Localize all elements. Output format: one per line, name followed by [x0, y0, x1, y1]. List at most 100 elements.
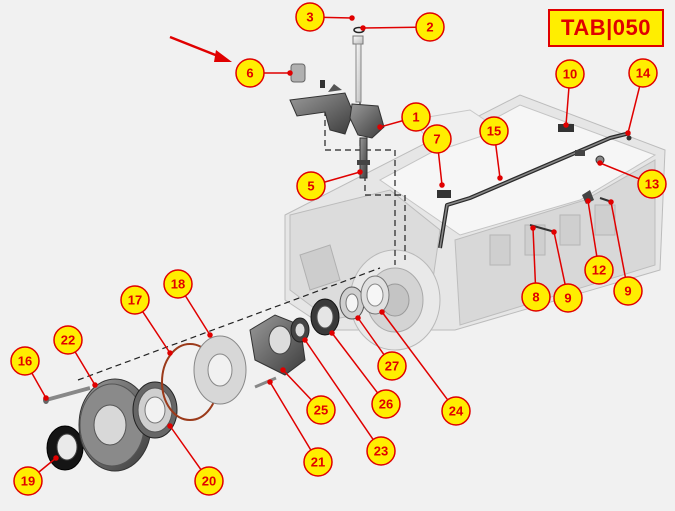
leader-tip-26 [329, 330, 335, 336]
callout-19: 19 [13, 466, 43, 496]
callout-number-25: 25 [314, 403, 328, 418]
leader-line-25 [282, 369, 312, 401]
leader-line-9a [553, 231, 566, 285]
leader-tip-21 [267, 379, 273, 385]
callout-12: 12 [584, 255, 614, 285]
leader-line-26 [331, 332, 379, 394]
tab-label-badge: TAB|050 [548, 9, 664, 47]
callout-bubble-26 [371, 389, 401, 419]
callout-20: 20 [194, 466, 224, 496]
callout-bubble-3 [295, 2, 325, 32]
callout-number-16: 16 [18, 354, 32, 369]
callout-5: 5 [296, 171, 326, 201]
callout-number-13: 13 [645, 177, 659, 192]
callout-bubble-16 [10, 346, 40, 376]
callout-bubble-2 [415, 12, 445, 42]
callout-23: 23 [366, 436, 396, 466]
callout-number-23: 23 [374, 444, 388, 459]
callout-bubble-19 [13, 466, 43, 496]
callout-number-19: 19 [21, 474, 35, 489]
leader-tip-3 [349, 15, 355, 21]
callout-7: 7 [422, 124, 452, 154]
callout-number-17: 17 [128, 293, 142, 308]
leader-tip-23 [302, 337, 308, 343]
callout-number-1: 1 [412, 110, 419, 125]
callout-number-14: 14 [636, 66, 651, 81]
callout-leaders [31, 15, 641, 473]
callout-bubble-17 [120, 285, 150, 315]
callout-3: 3 [295, 2, 325, 32]
callout-bubble-12 [584, 255, 614, 285]
leader-line-12 [587, 200, 598, 257]
callout-number-6: 6 [246, 66, 253, 81]
callout-21: 21 [303, 447, 333, 477]
callout-bubble-15 [479, 116, 509, 146]
callout-number-22: 22 [61, 333, 75, 348]
callout-27: 27 [377, 351, 407, 381]
leader-line-7 [437, 152, 443, 186]
upper-parts [289, 26, 385, 179]
leader-line-13 [599, 162, 640, 180]
leader-line-18 [184, 295, 211, 336]
callout-bubble-6 [235, 58, 265, 88]
leader-line-10 [565, 87, 570, 126]
callout-number-3: 3 [306, 10, 313, 25]
leader-line-23 [304, 339, 374, 440]
leader-tip-19 [53, 455, 59, 461]
leader-line-20 [169, 425, 202, 471]
callout-16: 16 [10, 346, 40, 376]
leader-tip-16 [43, 395, 49, 401]
leader-tip-20 [167, 423, 173, 429]
leader-line-15 [495, 144, 501, 179]
rail-assembly [437, 124, 632, 249]
leader-tip-18 [207, 332, 213, 338]
callout-9b: 9 [613, 276, 643, 306]
leader-line-14 [627, 86, 641, 134]
callout-bubble-9b [613, 276, 643, 306]
leader-line-19 [38, 457, 57, 473]
callout-26: 26 [371, 389, 401, 419]
callout-bubble-24 [441, 396, 471, 426]
callout-17: 17 [120, 285, 150, 315]
leader-tip-13 [597, 160, 603, 166]
callout-bubble-25 [306, 395, 336, 425]
leader-tip-9b [608, 199, 614, 205]
leader-tip-2 [360, 25, 366, 31]
leader-tip-14 [625, 130, 631, 136]
callout-number-21: 21 [311, 455, 325, 470]
callout-bubble-13 [637, 169, 667, 199]
callout-bubble-27 [377, 351, 407, 381]
callout-number-2: 2 [426, 20, 433, 35]
callout-number-18: 18 [171, 277, 185, 292]
callout-24: 24 [441, 396, 471, 426]
leader-tip-15 [497, 175, 503, 181]
leader-tip-1 [377, 124, 383, 130]
callout-number-12: 12 [592, 263, 606, 278]
callout-bubble-1 [401, 102, 431, 132]
callout-bubble-14 [628, 58, 658, 88]
callout-25: 25 [306, 395, 336, 425]
leader-tip-25 [280, 367, 286, 373]
leader-tip-22 [92, 382, 98, 388]
callout-15: 15 [479, 116, 509, 146]
callout-number-26: 26 [379, 397, 393, 412]
leader-line-5 [324, 171, 361, 183]
callout-bubble-22 [53, 325, 83, 355]
leader-tip-10 [563, 122, 569, 128]
callout-bubble-7 [422, 124, 452, 154]
callout-number-9a: 9 [564, 291, 571, 306]
callout-bubble-8 [521, 282, 551, 312]
callout-18: 18 [163, 269, 193, 299]
leader-tip-27 [355, 315, 361, 321]
callout-bubble-20 [194, 466, 224, 496]
callout-number-9b: 9 [624, 284, 631, 299]
callout-10: 10 [555, 59, 585, 89]
leader-line-21 [269, 381, 312, 451]
callout-number-8: 8 [532, 290, 539, 305]
lower-parts [43, 275, 390, 472]
callout-number-24: 24 [449, 404, 464, 419]
callout-bubble-5 [296, 171, 326, 201]
